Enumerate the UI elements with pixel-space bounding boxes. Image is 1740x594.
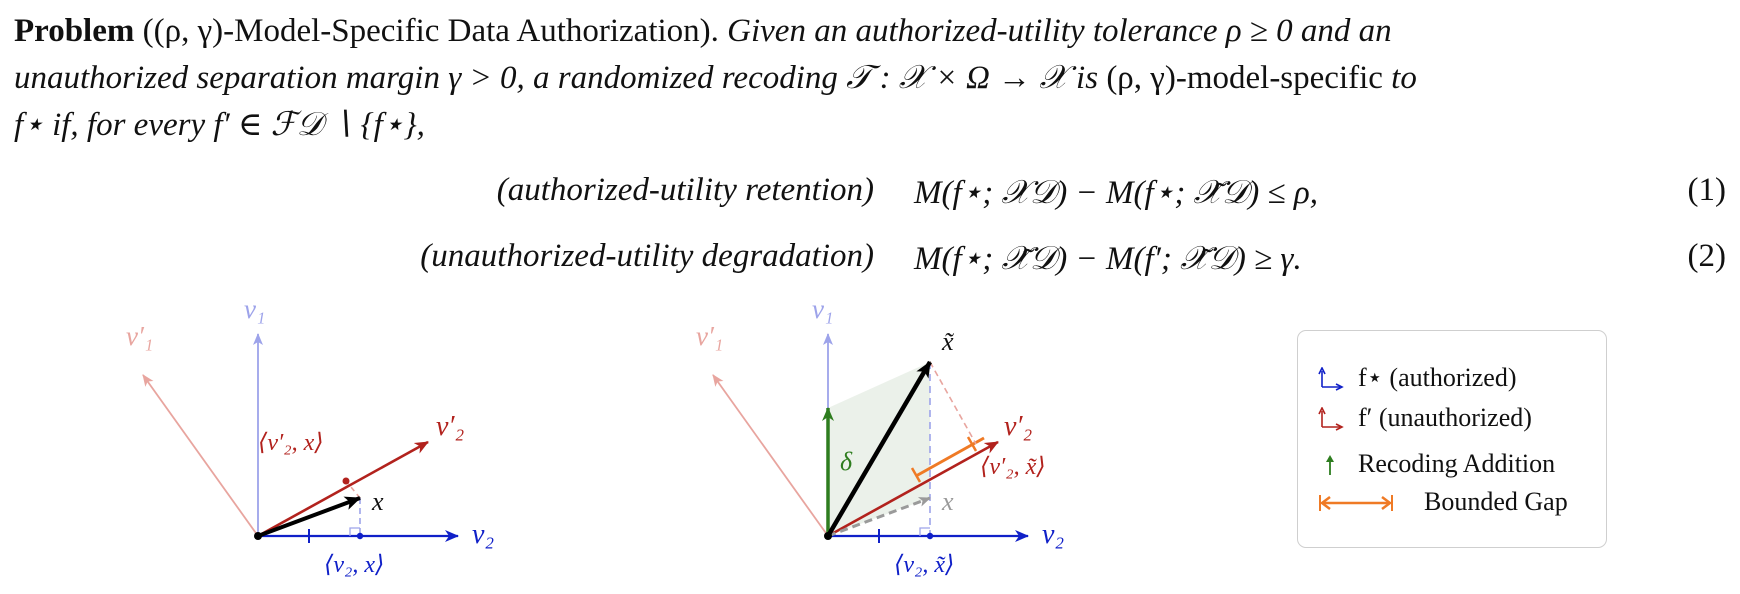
problem-text-model-specific: (ρ, γ)-model-specific <box>1106 60 1383 96</box>
right-v2p-label: v′₂ <box>1004 411 1033 442</box>
blue-axes-icon <box>1318 367 1344 391</box>
right-delta-label: δ <box>840 447 853 476</box>
left-proj-v2p-dot <box>342 477 350 485</box>
left-proj-v2-dot <box>356 532 364 540</box>
green-arrow-icon <box>1326 455 1334 475</box>
equation-1-body: M(f⋆; 𝒳𝒟) − M(f⋆; 𝒳̃𝒟) ≤ ρ, <box>914 175 1318 211</box>
legend-label-unauthorized: f′ (unauthorized) <box>1358 403 1532 432</box>
orange-gap-icon <box>1319 495 1393 511</box>
left-proj-v2-label: ⟨v₂, x⟩ <box>324 552 384 578</box>
problem-title: ((ρ, γ)-Model-Specific Data Authorizatio… <box>142 13 719 49</box>
right-diagram: v₁ v′₁ v₂ v′₂ x̃ x δ ⟨v₂, x̃⟩ ⟨v′₂, x̃⟩ <box>696 294 1064 578</box>
left-x-vector <box>257 496 361 538</box>
problem-text-line1: Given an authorized-utility tolerance ρ … <box>727 13 1392 49</box>
problem-text-line3: f⋆ if, for every f′ ∈ ℱ𝒟 ∖ {f⋆}, <box>14 107 425 143</box>
equation-2-label: (unauthorized-utility degradation) <box>420 238 874 274</box>
right-xt-vector <box>826 360 932 538</box>
equation-2-body: M(f⋆; 𝒳̃𝒟) − M(f′; 𝒳̃𝒟) ≥ γ. <box>914 241 1302 277</box>
left-x-label: x <box>371 487 384 516</box>
left-proj-v2p-label: ⟨v′₂, x⟩ <box>258 430 324 456</box>
right-v1-label: v₁ <box>812 294 833 324</box>
left-v2-label: v₂ <box>472 519 494 550</box>
right-v1p-axis <box>712 374 829 537</box>
left-proj-v2p-dash <box>345 480 361 499</box>
right-proj-v2-label: ⟨v₂, x̃⟩ <box>894 552 954 578</box>
equation-2-number: (2) <box>1687 238 1726 274</box>
equation-2: (unauthorized-utility degradation) M(f⋆;… <box>0 238 1740 288</box>
problem-heading: Problem <box>14 13 135 49</box>
red-axes-icon <box>1318 407 1344 431</box>
problem-text-line2: unauthorized separation margin γ > 0, a … <box>14 60 1099 96</box>
right-proj-v2p-label: ⟨v′₂, x̃⟩ <box>980 454 1046 480</box>
right-x-vector <box>827 496 931 538</box>
legend-item-gap: Bounded Gap <box>1316 485 1606 519</box>
equation-1: (authorized-utility retention) M(f⋆; 𝒳𝒟)… <box>0 172 1740 222</box>
equation-1-number: (1) <box>1687 172 1726 208</box>
right-origin <box>824 532 832 540</box>
problem-text-to: to <box>1391 60 1417 96</box>
left-v1-label: v₁ <box>244 294 265 324</box>
left-origin <box>254 532 262 540</box>
right-bounded-gap-marker <box>910 436 978 483</box>
right-v2-label: v₂ <box>1042 519 1064 550</box>
left-diagram: v₁ v′₁ v₂ v′₂ x ⟨v₂, x⟩ ⟨v′₂, x⟩ <box>126 294 494 578</box>
left-v2p-axis <box>257 440 429 538</box>
left-v2p-label: v′₂ <box>436 411 465 442</box>
right-x-label: x <box>941 487 954 516</box>
equation-1-label: (authorized-utility retention) <box>496 172 874 208</box>
legend-item-recoding: Recoding Addition <box>1316 447 1606 481</box>
problem-statement: Problem ((ρ, γ)-Model-Specific Data Auth… <box>14 8 1726 149</box>
right-v1p-label: v′₁ <box>696 321 723 351</box>
geometry-figure: v₁ v′₁ v₂ v′₂ x ⟨v₂, x⟩ ⟨v′₂, x⟩ v₁ v′₁ … <box>126 294 1064 578</box>
figure-legend: f⋆ (authorized) f′ (unauthorized) Recodi… <box>1297 330 1607 548</box>
left-v1p-label: v′₁ <box>126 321 153 351</box>
legend-label-recoding: Recoding Addition <box>1358 449 1556 478</box>
legend-label-gap: Bounded Gap <box>1424 487 1568 516</box>
left-right-angle <box>349 527 360 536</box>
left-v1p-axis <box>142 374 259 537</box>
legend-item-unauthorized: f′ (unauthorized) <box>1316 401 1606 435</box>
right-v2p-axis <box>827 440 999 538</box>
legend-item-authorized: f⋆ (authorized) <box>1316 361 1606 395</box>
right-xt-label: x̃ <box>941 327 955 356</box>
right-proj-v2p-dash <box>929 361 977 445</box>
legend-label-authorized: f⋆ (authorized) <box>1358 363 1517 392</box>
right-right-angle <box>919 527 930 536</box>
right-proj-v2-dot <box>926 532 934 540</box>
